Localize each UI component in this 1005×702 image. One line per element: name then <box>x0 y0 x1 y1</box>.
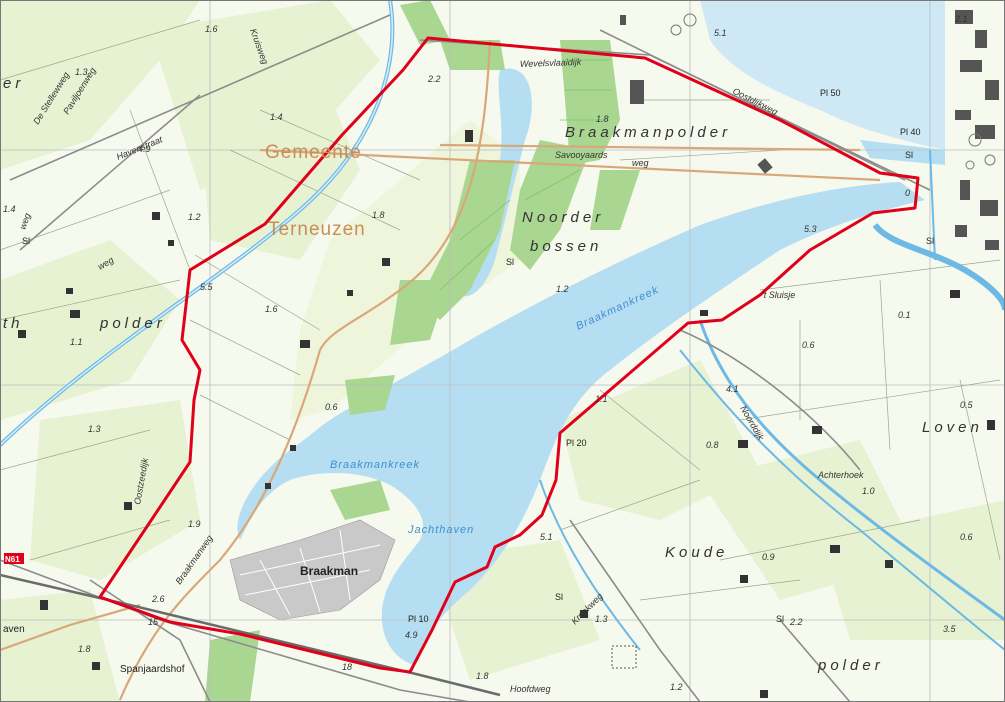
elevation-label: 1.6 <box>265 304 278 314</box>
basin-edge <box>860 140 945 165</box>
road-savooyaards-weg: weg <box>632 158 649 168</box>
railway <box>0 573 501 697</box>
label-er-fragment: er <box>3 75 24 92</box>
label-bossen: bossen <box>530 238 602 255</box>
elevation-labels: 1.6 1.3 2.2 1.4 4.9 1.2 1.8 1.8 1.4 5.5 … <box>3 14 974 692</box>
elevation-label: 5.3 <box>804 224 817 234</box>
elevation-label: 2.2 <box>427 74 441 84</box>
parcel-lines <box>0 19 1001 601</box>
elevation-label: 3.5 <box>943 624 957 634</box>
industrial-buildings <box>620 10 999 250</box>
elevation-label: 1.8 <box>78 644 91 654</box>
elevation-label: 1.8 <box>476 671 489 681</box>
label-koude: Koude <box>665 544 728 561</box>
marker-sluice-1: Sl <box>506 257 514 267</box>
label-braakman-village: Braakman <box>300 564 358 578</box>
elevation-label: 1.3 <box>595 614 608 624</box>
elevation-label: 1.4 <box>3 204 16 214</box>
marker-pl20: Pl 20 <box>566 438 587 448</box>
label-noorder: Noorder <box>522 209 604 226</box>
elevation-label: 1.3 <box>75 67 88 77</box>
elevation-label: 2.2 <box>789 617 803 627</box>
village-streets <box>239 529 381 616</box>
canals <box>0 0 1005 651</box>
elevation-label: 0 <box>905 188 910 198</box>
braakmankreek-water <box>237 182 925 665</box>
road-n61-shield: N61 <box>4 553 24 564</box>
label-loven: Loven <box>922 419 983 436</box>
elevation-label: 5.1 <box>540 532 553 542</box>
elevation-label: 1.8 <box>372 210 385 220</box>
elevation-label: 4.1 <box>726 384 739 394</box>
elevation-label: 0.6 <box>960 532 973 542</box>
road-achterhoek: Achterhoek <box>817 470 864 480</box>
elevation-label: 1.0 <box>862 486 875 496</box>
elevation-label: 1.3 <box>88 424 101 434</box>
label-spanjaardshof: Spanjaardshof <box>120 664 185 675</box>
label-braakmanpolder: Braakmanpolder <box>565 124 731 141</box>
road-sluisje: 't Sluisje <box>762 290 795 300</box>
marker-pl40: Pl 40 <box>900 127 921 137</box>
brown-roads <box>0 39 881 701</box>
elevation-label: 4.9 <box>138 144 151 154</box>
elevation-label: 0.6 <box>802 340 815 350</box>
elevation-label: 18 <box>342 662 352 672</box>
marker-pl50: Pl 50 <box>820 88 841 98</box>
elevation-label: 0.5 <box>960 400 974 410</box>
marker-sluice-2: Sl <box>22 236 30 246</box>
road-hoofdweg: Hoofdweg <box>510 684 551 694</box>
marker-sluice-3: Sl <box>926 236 934 246</box>
elevation-label: 1.2 <box>670 682 683 692</box>
marker-sluice-top: Sl <box>555 592 563 602</box>
elevation-label: 2.6 <box>151 594 165 604</box>
label-polder-bottom: polder <box>817 657 884 674</box>
study-area-boundary[interactable] <box>98 36 920 674</box>
marker-pl10: Pl 10 <box>408 614 429 624</box>
elevation-label: 1.2 <box>556 284 569 294</box>
elevation-label: 0.8 <box>706 440 719 450</box>
industrial-basin <box>700 0 945 150</box>
road-wevelsvlaaidijk: Wevelsvlaaidijk <box>520 57 582 69</box>
elevation-label: 1.1 <box>595 394 608 404</box>
elevation-label: 2.1 <box>954 14 968 24</box>
forest-texture <box>439 59 612 291</box>
elevation-label: 1.6 <box>205 24 218 34</box>
elevation-label: 15 <box>148 617 159 627</box>
road-n61-label: N61 <box>5 555 20 564</box>
marker-sluice-5: Sl <box>905 150 913 160</box>
elevation-label: 4.9 <box>405 630 418 640</box>
greenhouse <box>611 645 637 669</box>
road-savooyaards: Savooyaards <box>555 150 608 160</box>
label-haven-fragment: aven <box>3 624 25 635</box>
municipality-label-gemeente: Gemeente <box>265 142 362 163</box>
elevation-label: 1.9 <box>188 519 201 529</box>
storage-tanks <box>670 13 996 170</box>
marker-sluice-4: Sl <box>776 614 784 624</box>
elevation-label: 5.1 <box>714 28 727 38</box>
elevation-label: 1.2 <box>188 212 201 222</box>
municipality-label-terneuzen: Terneuzen <box>268 219 366 240</box>
forest-areas <box>205 0 640 702</box>
label-polder-left-prefix: th <box>3 315 24 332</box>
elevation-label: 0.6 <box>325 402 338 412</box>
label-jachthaven: Jachthaven <box>407 524 474 536</box>
elevation-label: 0.9 <box>762 552 775 562</box>
elevation-label: 1.4 <box>270 112 283 122</box>
label-polder-left: polder <box>99 315 166 332</box>
elevation-label: 5.5 <box>200 282 214 292</box>
farm-buildings <box>18 130 995 698</box>
grey-roads <box>0 14 931 702</box>
label-braakmankreek-lower: Braakmankreek <box>330 459 420 471</box>
elevation-label: 1.1 <box>70 337 83 347</box>
elevation-label: 0.1 <box>898 310 911 320</box>
elevation-label: 1.8 <box>596 114 609 124</box>
village-braakman <box>229 519 396 621</box>
